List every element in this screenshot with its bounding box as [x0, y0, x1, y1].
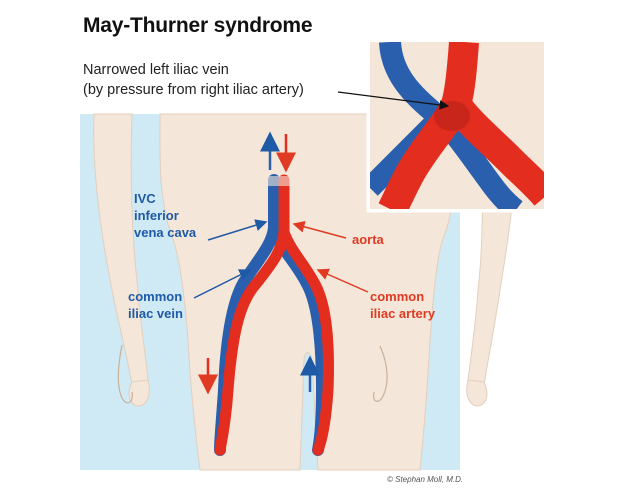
- label-common-iliac-vein: common iliac vein: [128, 288, 183, 322]
- subtitle-pointer: [337, 91, 450, 110]
- label-aorta: aorta: [352, 232, 384, 247]
- artery-vessel: [214, 174, 334, 456]
- label-ivc-line-1: IVC: [134, 191, 156, 206]
- diagram-title: May-Thurner syndrome: [83, 14, 313, 37]
- label-ivc: IVC inferior vena cava: [134, 190, 196, 241]
- flow-arrows: [198, 131, 320, 395]
- subtitle-line-1: Narrowed left iliac vein: [83, 62, 229, 78]
- hand-outline: [117, 344, 388, 404]
- label-common-iliac-vein-line-2: iliac vein: [128, 306, 183, 321]
- label-common-iliac-artery: common iliac artery: [370, 288, 435, 322]
- label-ivc-line-3: vena cava: [134, 225, 197, 240]
- vessel-fade: [262, 176, 294, 186]
- label-pointers: [193, 219, 369, 299]
- subtitle-line-2: (by pressure from right iliac artery): [83, 82, 304, 98]
- label-common-iliac-artery-line-1: common: [370, 289, 425, 304]
- label-common-iliac-artery-line-2: iliac artery: [370, 306, 436, 321]
- subtitle: Narrowed left iliac vein (by pressure fr…: [83, 60, 304, 100]
- zoom-inset: [366, 38, 548, 213]
- hands: [128, 379, 488, 407]
- label-common-iliac-vein-line-1: common: [128, 289, 183, 304]
- copyright-credit: © Stephan Moll, M.D.: [387, 475, 464, 484]
- label-ivc-line-2: inferior: [134, 208, 179, 223]
